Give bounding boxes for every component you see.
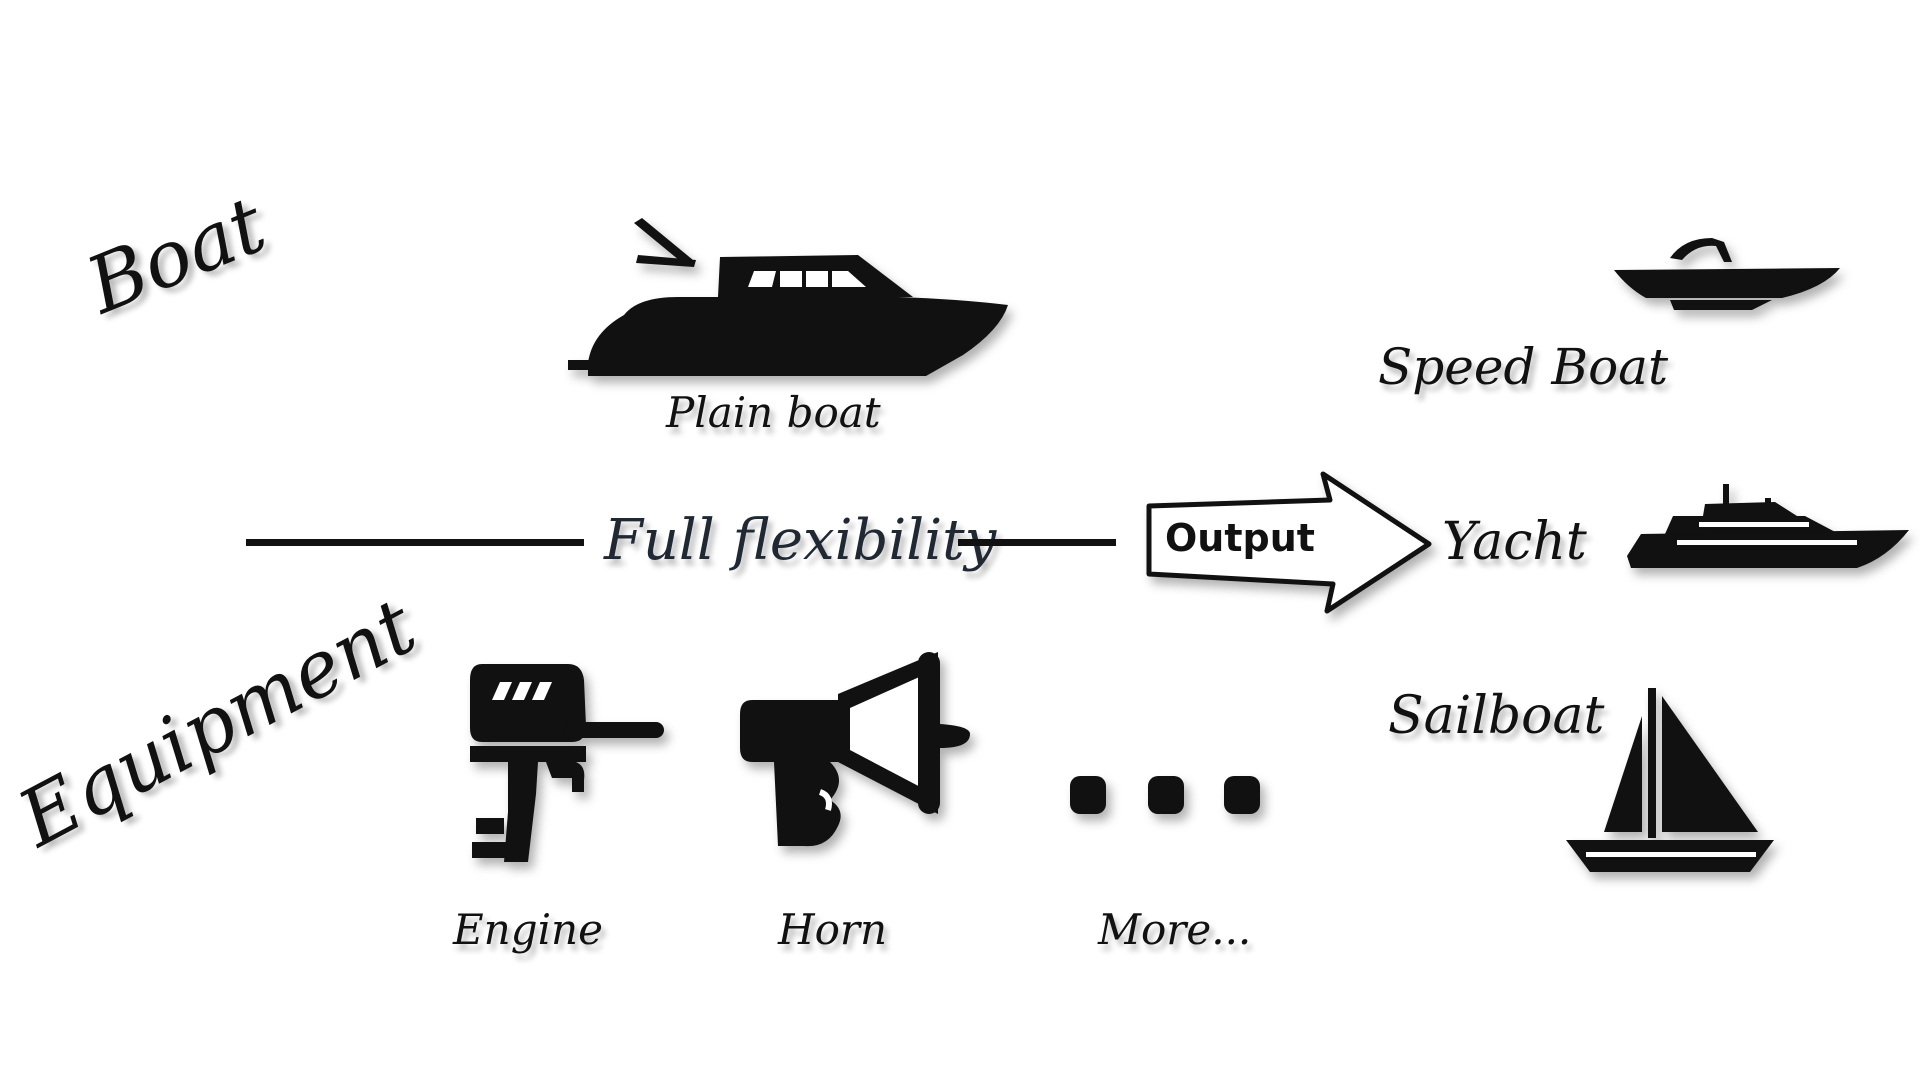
row-label-equipment: Equipment [4,581,431,865]
megaphone-horn-icon [740,652,970,847]
output-arrow-icon [1146,471,1432,614]
divider-label: Full flexibility [596,508,1005,573]
caption-sailboat: Sailboat [1388,686,1605,746]
caption-yacht: Yacht [1442,512,1587,572]
speed-boat-icon [1614,238,1840,310]
outboard-engine-icon [470,664,664,862]
caption-plain-boat: Plain boat [666,388,881,437]
caption-speed-boat: Speed Boat [1378,338,1669,396]
ellipsis-icon [1070,776,1260,814]
output-arrow-label: Output [1165,516,1315,560]
caption-more: More... [1098,905,1252,954]
motor-yacht-icon [568,218,1008,376]
yacht-icon [1627,484,1909,568]
caption-horn: Horn [778,905,888,954]
caption-engine: Engine [453,905,603,954]
row-label-boat: Boat [75,180,278,332]
divider-line-right [958,539,1116,546]
sailboat-icon [1566,688,1774,872]
divider-line-left [246,539,584,546]
